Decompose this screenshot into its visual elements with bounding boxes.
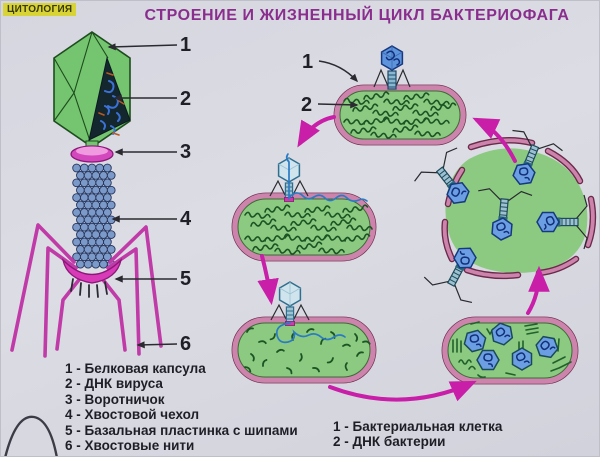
cycle-arrow-3 [328, 380, 477, 402]
legend-item: 3 - Воротничок [65, 391, 165, 407]
structure-number-4: 4 [180, 208, 192, 230]
cycle-number-2: 2 [301, 94, 312, 116]
viral-dna-in-cell [275, 322, 346, 344]
stage2-cell [231, 153, 377, 262]
basal-plate [61, 257, 123, 298]
stage4-cell [441, 316, 579, 385]
legend-item: 2 - ДНК бактерии [333, 433, 446, 449]
cycle-arrow-4 [526, 265, 550, 315]
phage-structure-diagram: 1 2 3 4 5 6 [10, 31, 192, 358]
poster-title: СТРОЕНИЕ И ЖИЗНЕННЫЙ ЦИКЛ БАКТЕРИОФАГА [144, 7, 570, 24]
tail-sheath [72, 163, 116, 269]
structure-number-6: 6 [180, 333, 191, 355]
tail-fibers [10, 223, 163, 358]
dna-window [88, 56, 131, 141]
structure-number-3: 3 [180, 141, 191, 163]
structure-label-lines [107, 43, 178, 349]
cycle-arrow-2 [257, 254, 279, 306]
stage3-cell [231, 281, 377, 384]
legend-item: 5 - Базальная пластинка с шипами [65, 422, 298, 438]
assembled-phage-head [511, 347, 533, 371]
structure-number-1: 1 [180, 34, 191, 56]
legend-item: 1 - Бактериальная клетка [333, 419, 503, 434]
capsid-facets [53, 31, 109, 148]
cycle-label-lines [317, 60, 359, 109]
legend-item: 4 - Хвостовой чехол [65, 407, 200, 423]
structure-legend: 1 - Белковая капсула 2 - ДНК вируса 3 - … [65, 361, 298, 453]
structure-number-2: 2 [180, 88, 191, 110]
legend-item: 2 - ДНК вируса [65, 376, 163, 392]
cycle-arrows [257, 115, 550, 402]
cycle-arrow-5 [472, 117, 517, 163]
cycle-legend: 1 - Бактериальная клетка 2 - ДНК бактери… [333, 419, 503, 449]
stage1-cell [333, 45, 467, 146]
viral-dna-strand [285, 153, 368, 202]
corner-arc [4, 415, 58, 456]
cycle-arrow-1 [297, 115, 336, 148]
attached-phage [373, 45, 411, 90]
legend-item: 6 - Хвостовые нити [65, 438, 195, 454]
structure-number-5: 5 [180, 268, 191, 290]
lifecycle-diagram: 1 2 [231, 45, 597, 402]
lysed-cell-body [445, 148, 588, 273]
collar [70, 145, 114, 163]
legend-item: 1 - Белковая капсула [65, 361, 206, 376]
stage5-lysis [411, 126, 597, 306]
spikes [70, 278, 108, 298]
cycle-number-1: 1 [302, 51, 313, 73]
cytology-corner-tag: ЦИТОЛОГИЯ [3, 3, 77, 16]
